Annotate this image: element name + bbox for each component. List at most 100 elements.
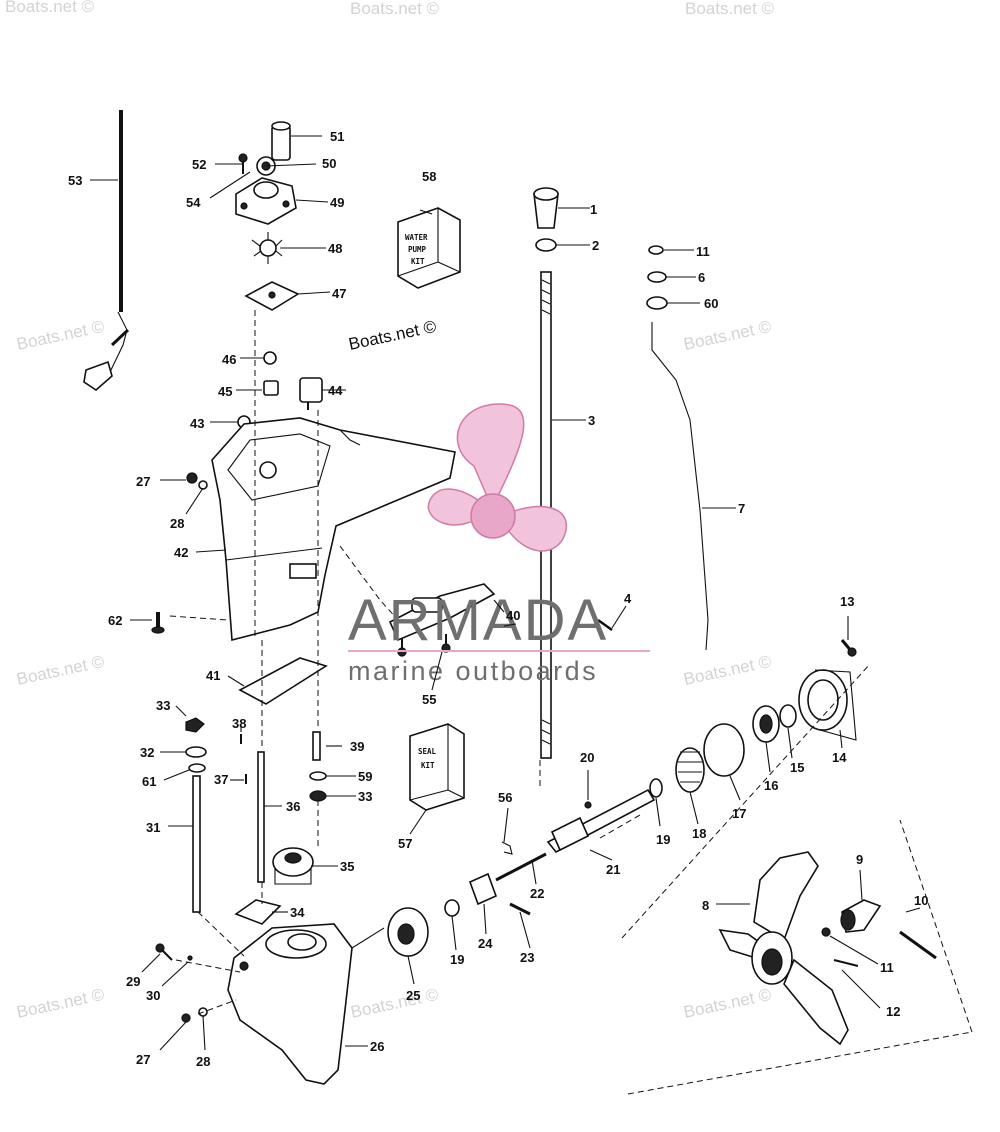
propeller-group-frame bbox=[621, 663, 973, 1095]
propeller-logo-icon bbox=[427, 403, 567, 552]
gear-25 bbox=[387, 907, 429, 957]
gasket-41 bbox=[238, 657, 328, 705]
part-22 bbox=[495, 852, 547, 882]
part-56 bbox=[501, 841, 513, 855]
gear-18 bbox=[675, 747, 705, 793]
callout-label: 60 bbox=[704, 296, 718, 311]
part-12 bbox=[833, 959, 859, 967]
watermark: Boats.net © bbox=[15, 985, 107, 1022]
part-4 bbox=[597, 618, 613, 632]
callout-label: 56 bbox=[498, 790, 512, 805]
shift-rod-53 bbox=[83, 110, 130, 392]
propeller-8 bbox=[718, 851, 849, 1046]
part-49-pump-housing bbox=[235, 177, 297, 225]
water-pump-kit-58: WATER PUMP KIT bbox=[397, 207, 461, 289]
part-11 bbox=[648, 245, 664, 255]
o-ring-17 bbox=[703, 723, 745, 777]
callout-label: 27 bbox=[136, 1052, 150, 1067]
nut-33 bbox=[309, 790, 327, 802]
nut-9 bbox=[840, 899, 882, 933]
part-34 bbox=[234, 899, 282, 925]
part-60 bbox=[646, 296, 668, 310]
callout-label: 36 bbox=[286, 799, 300, 814]
gearcase-26 bbox=[227, 923, 353, 1085]
watermark: Boats.net © bbox=[685, 0, 775, 18]
part-48-impeller bbox=[251, 232, 283, 264]
kit-label-line: PUMP bbox=[408, 245, 427, 254]
callout-label: 49 bbox=[330, 195, 344, 210]
callout-labels: 1 2 3 4 6 7 8 9 10 11 11 12 13 14 15 16 … bbox=[68, 129, 928, 1069]
callout-label: 33 bbox=[156, 698, 170, 713]
callout-label: 9 bbox=[856, 852, 863, 867]
callout-label: 51 bbox=[330, 129, 344, 144]
callout-label: 11 bbox=[880, 960, 894, 975]
callout-label: 44 bbox=[328, 383, 343, 398]
callout-label: 18 bbox=[692, 826, 706, 841]
callout-label: 46 bbox=[222, 352, 236, 367]
callout-label: 19 bbox=[450, 952, 464, 967]
callout-label: 57 bbox=[398, 836, 412, 851]
callout-label: 23 bbox=[520, 950, 534, 965]
assembly-lines bbox=[169, 310, 641, 1015]
callout-label: 33 bbox=[358, 789, 372, 804]
callout-label: 55 bbox=[422, 692, 436, 707]
washer-32 bbox=[185, 746, 207, 758]
callout-label: 12 bbox=[886, 1004, 900, 1019]
callout-label: 45 bbox=[218, 384, 232, 399]
callout-label: 28 bbox=[170, 516, 184, 531]
washer-61 bbox=[188, 763, 206, 773]
callout-label: 53 bbox=[68, 173, 82, 188]
brand-tagline: marine outboards bbox=[348, 656, 598, 686]
clutch-24 bbox=[468, 872, 498, 906]
callout-label: 8 bbox=[702, 898, 709, 913]
part-11b bbox=[821, 927, 831, 937]
callout-label: 25 bbox=[406, 988, 420, 1003]
callout-label: 27 bbox=[136, 474, 150, 489]
part-6 bbox=[647, 271, 667, 283]
part-28 bbox=[198, 480, 208, 490]
kit-label-line: WATER bbox=[405, 233, 428, 242]
callout-label: 10 bbox=[914, 893, 928, 908]
callout-label: 32 bbox=[140, 745, 154, 760]
callout-label: 26 bbox=[370, 1039, 384, 1054]
callout-label: 20 bbox=[580, 750, 594, 765]
callout-label: 22 bbox=[530, 886, 544, 901]
callout-label: 37 bbox=[214, 772, 228, 787]
callout-label: 1 bbox=[590, 202, 597, 217]
kit-label-line: KIT bbox=[421, 761, 435, 770]
part-27b bbox=[181, 1013, 191, 1023]
callout-label: 35 bbox=[340, 859, 354, 874]
callout-label: 24 bbox=[478, 936, 493, 951]
stud-31 bbox=[192, 775, 201, 913]
washer-19 bbox=[649, 778, 663, 798]
callout-label: 11 bbox=[696, 244, 710, 259]
stud-36 bbox=[257, 751, 265, 883]
part-2 bbox=[535, 238, 557, 252]
callout-label: 30 bbox=[146, 988, 160, 1003]
callout-label: 7 bbox=[738, 501, 745, 516]
callout-label: 34 bbox=[290, 905, 305, 920]
seal-kit-57: SEAL KIT bbox=[409, 723, 465, 811]
part-23 bbox=[509, 902, 531, 916]
washer-59 bbox=[309, 771, 327, 781]
washer-19b bbox=[444, 899, 460, 917]
callout-label: 17 bbox=[732, 806, 746, 821]
watermark-dark: Boats.net © bbox=[347, 317, 439, 354]
part-40 bbox=[388, 583, 496, 642]
callout-label: 15 bbox=[790, 760, 804, 775]
callout-label: 31 bbox=[146, 820, 160, 835]
kit-label-line: KIT bbox=[411, 257, 425, 266]
part-15 bbox=[779, 704, 797, 728]
callout-label: 3 bbox=[588, 413, 595, 428]
callout-label: 43 bbox=[190, 416, 204, 431]
callout-label: 52 bbox=[192, 157, 206, 172]
callout-label: 59 bbox=[358, 769, 372, 784]
watermark: Boats.net © bbox=[682, 985, 774, 1022]
part-29 bbox=[155, 943, 173, 961]
nut-33b bbox=[185, 717, 205, 733]
stud-39 bbox=[312, 731, 321, 761]
watermark: Boats.net © bbox=[682, 317, 774, 354]
callout-label: 54 bbox=[186, 195, 201, 210]
callout-label: 42 bbox=[174, 545, 188, 560]
